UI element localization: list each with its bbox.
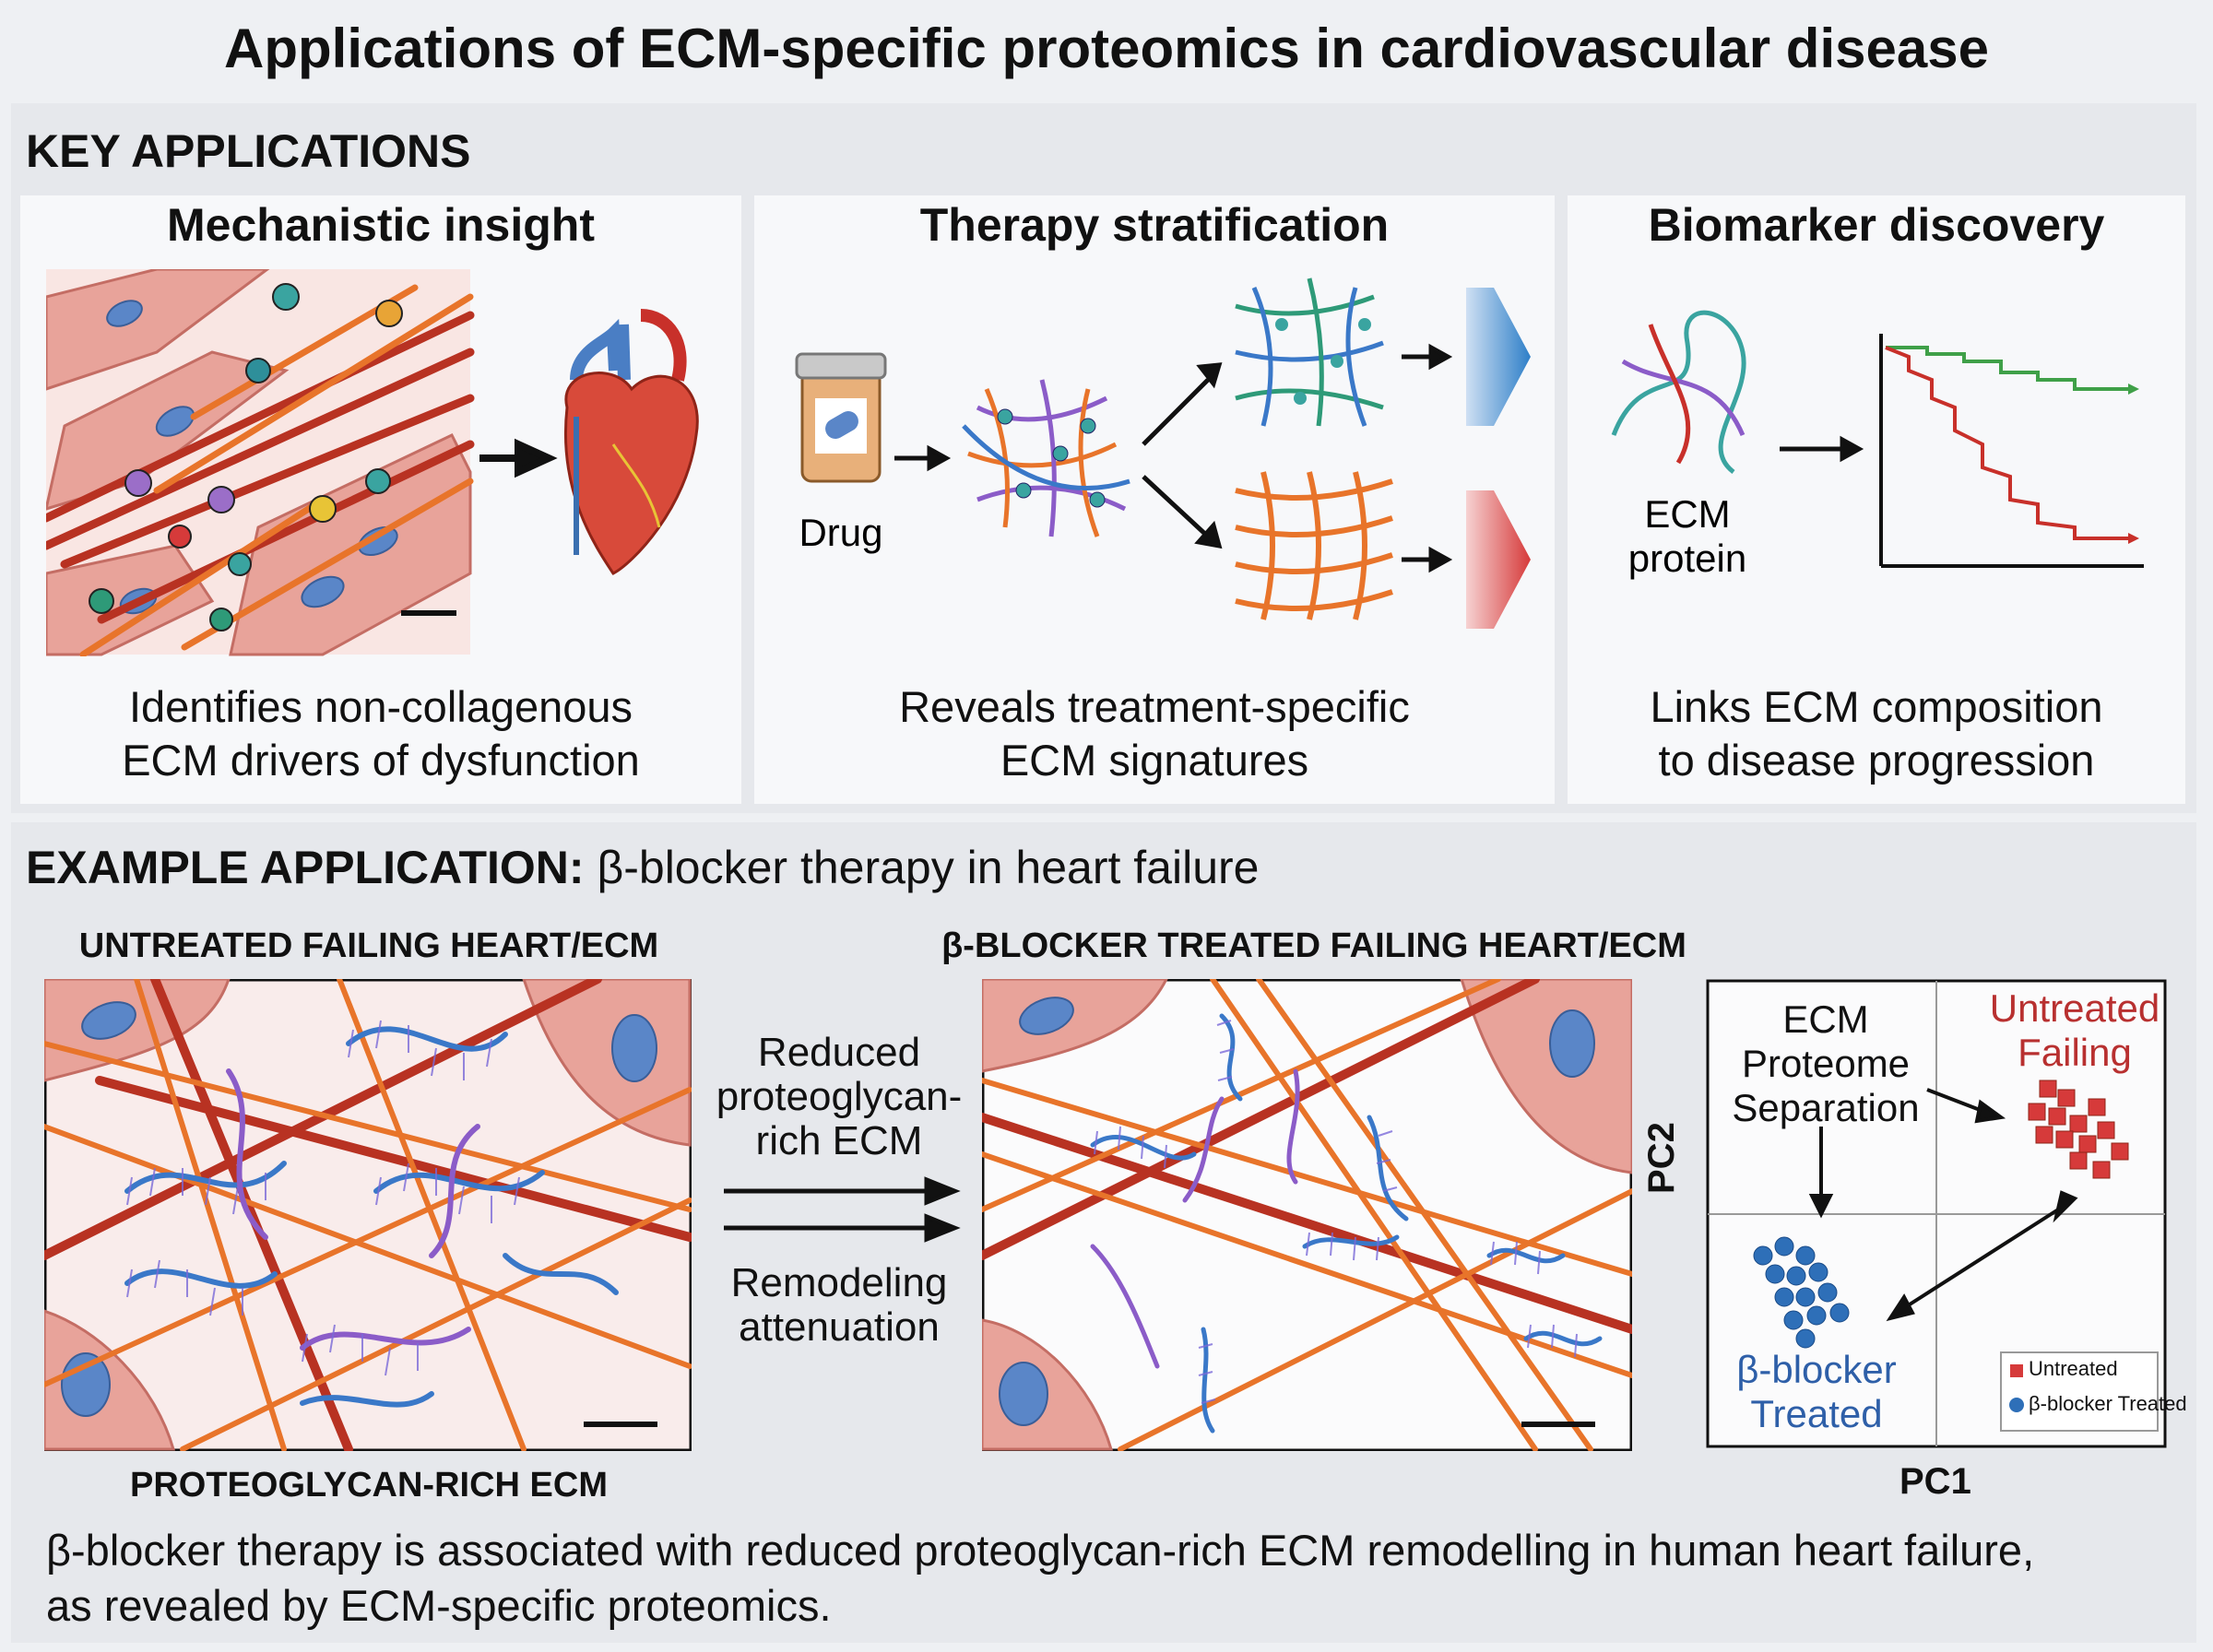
biomarker-illustration: ECM protein xyxy=(1611,310,2144,580)
pca-sep-line1: ECM xyxy=(1782,997,1869,1041)
drug-bottle-icon xyxy=(795,352,887,483)
treated-ecm-bottom xyxy=(1235,471,1393,620)
therapy-caption-line2: ECM signatures xyxy=(1000,736,1309,785)
therapy-caption: Reveals treatment-specific ECM signature… xyxy=(754,680,1555,787)
legend-treated: β-blocker Treated xyxy=(2029,1392,2187,1415)
mechanistic-caption-line2: ECM drivers of dysfunction xyxy=(122,736,640,785)
scale-bar-treated xyxy=(1521,1422,1595,1427)
pca-xlabel: PC1 xyxy=(1899,1461,1971,1502)
mechanistic-illustration xyxy=(46,269,699,656)
ecm-proteins xyxy=(89,283,403,631)
middle-text-top: Reduced proteoglycan- rich ECM xyxy=(701,1031,977,1163)
pca-treated-label: β-blocker Treated xyxy=(1715,1348,1918,1436)
pca-sep-line2: Proteome xyxy=(1741,1042,1911,1085)
middle-line5: attenuation xyxy=(739,1304,940,1350)
biomarker-caption-line1: Links ECM composition xyxy=(1650,682,2103,731)
scale-bar-untreated xyxy=(584,1422,657,1427)
survival-curve xyxy=(1879,334,2144,568)
example-heading-rest: β-blocker therapy in heart failure xyxy=(584,842,1260,893)
drug-label: Drug xyxy=(799,511,882,554)
untreated-subtitle: PROTEOGLYCAN-RICH ECM xyxy=(130,1466,608,1504)
proteoglycans xyxy=(124,1026,619,1408)
mechanistic-caption: Identifies non-collagenous ECM drivers o… xyxy=(20,680,741,787)
pca-untreated-line1: Untreated xyxy=(1989,986,2160,1030)
pca-separation-label: ECM Proteome Separation xyxy=(1715,997,1936,1130)
biomarker-title: Biomarker discovery xyxy=(1648,199,2105,251)
pca-treated-line2: Treated xyxy=(1750,1392,1883,1435)
therapy-card xyxy=(754,195,1555,804)
double-arrow xyxy=(724,1176,961,1243)
middle-line4: Remodeling xyxy=(730,1260,948,1305)
ecm-protein-icon xyxy=(1611,310,1746,474)
collagen-fibers xyxy=(46,311,475,624)
therapy-illustration: Drug xyxy=(795,277,1531,629)
mechanistic-title: Mechanistic insight xyxy=(167,199,595,251)
example-heading: EXAMPLE APPLICATION: β-blocker therapy i… xyxy=(26,841,1259,894)
pca-untreated-line2: Failing xyxy=(2018,1031,2132,1074)
middle-line1: Reduced xyxy=(757,1030,921,1075)
conclusion-line2: as revealed by ECM-specific proteomics. xyxy=(46,1581,832,1630)
therapy-title: Therapy stratification xyxy=(919,199,1390,251)
scale-bar xyxy=(401,610,456,616)
untreated-title: UNTREATED FAILING HEART/ECM xyxy=(78,926,659,965)
red-outcome-arrow xyxy=(1466,490,1531,629)
example-heading-bold: EXAMPLE APPLICATION: xyxy=(26,842,585,893)
pca-treated-line1: β-blocker xyxy=(1736,1348,1897,1391)
middle-line3: rich ECM xyxy=(755,1118,923,1163)
pca-sep-line3: Separation xyxy=(1732,1086,1920,1129)
biomarker-card xyxy=(1568,195,2185,804)
biomarker-caption: Links ECM composition to disease progres… xyxy=(1568,680,2185,787)
heart-icon xyxy=(564,309,699,575)
mixed-ecm xyxy=(962,379,1130,537)
middle-line2: proteoglycan- xyxy=(716,1074,963,1119)
treated-ecm-illustration xyxy=(982,979,1632,1451)
biomarker-caption-line2: to disease progression xyxy=(1658,736,2095,785)
treated-title: β-BLOCKER TREATED FAILING HEART/ECM xyxy=(941,926,1686,965)
untreated-ecm-illustration xyxy=(44,979,692,1451)
treated-ecm-top xyxy=(1235,277,1384,427)
legend-untreated: Untreated xyxy=(2029,1357,2118,1380)
ecm-label-line1: ECM xyxy=(1644,492,1730,536)
arrow xyxy=(479,438,558,478)
therapy-caption-line1: Reveals treatment-specific xyxy=(899,682,1410,731)
mechanistic-caption-line1: Identifies non-collagenous xyxy=(128,682,633,731)
conclusion: β-blocker therapy is associated with red… xyxy=(46,1523,2034,1634)
page-title: Applications of ECM-specific proteomics … xyxy=(224,18,1989,79)
blue-outcome-arrow xyxy=(1466,288,1531,426)
ecm-label-line2: protein xyxy=(1628,537,1746,580)
pca-ylabel: PC2 xyxy=(1641,1122,1682,1194)
middle-text-bottom: Remodeling attenuation xyxy=(701,1261,977,1350)
pca-plot xyxy=(1706,979,2167,1448)
key-applications-heading: KEY APPLICATIONS xyxy=(26,125,471,177)
conclusion-line1: β-blocker therapy is associated with red… xyxy=(46,1526,2035,1575)
pca-untreated-label: Untreated Failing xyxy=(1973,986,2176,1075)
